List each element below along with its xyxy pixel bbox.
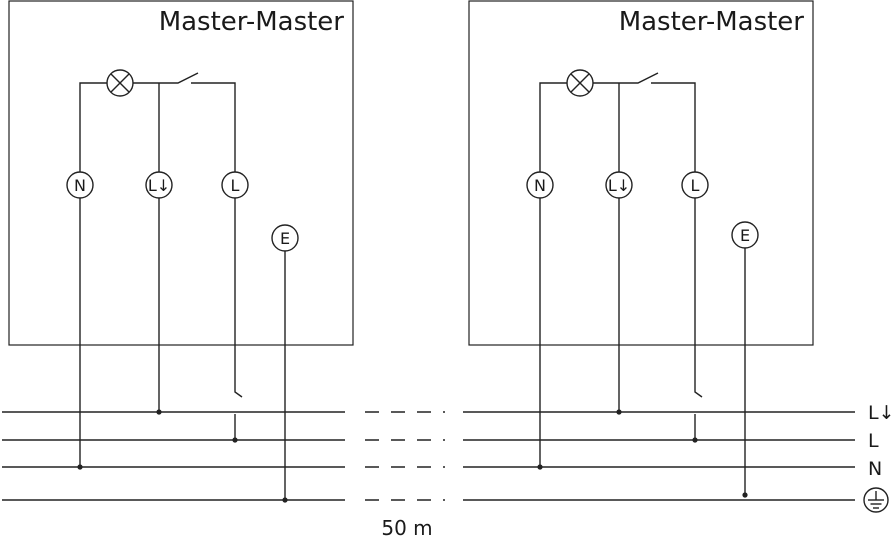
wire-n bbox=[79, 82, 107, 172]
switch-contact bbox=[133, 72, 199, 84]
panel-1-frame bbox=[8, 0, 354, 346]
earth-ground-icon bbox=[863, 487, 889, 513]
terminal-l-label: L bbox=[231, 176, 240, 195]
terminal-n: N bbox=[66, 171, 94, 199]
panel-1: Master-Master N L↓ L E bbox=[8, 0, 354, 503]
wire-l bbox=[651, 82, 696, 172]
rail-label-l: L bbox=[868, 430, 879, 452]
terminal-n-label: N bbox=[534, 176, 546, 195]
terminal-e-label: E bbox=[280, 229, 290, 248]
bus-rails bbox=[2, 411, 855, 501]
panel-2: Master-Master N L↓ L E bbox=[468, 0, 814, 498]
panel-1-title: Master-Master bbox=[159, 7, 345, 37]
panel-2-frame bbox=[468, 0, 814, 346]
terminal-n-label: N bbox=[74, 176, 86, 195]
terminal-ld-label: L↓ bbox=[608, 176, 630, 195]
panel-2-circuit bbox=[539, 69, 696, 172]
terminal-l-label: L bbox=[691, 176, 700, 195]
lamp-icon bbox=[106, 69, 134, 97]
rail-label-ld: L↓ bbox=[868, 402, 892, 424]
terminal-ld: L↓ bbox=[145, 171, 173, 199]
distance-label: 50 m bbox=[381, 516, 432, 540]
terminal-e: E bbox=[731, 221, 759, 249]
junction-e bbox=[742, 492, 748, 498]
terminal-ld: L↓ bbox=[605, 171, 633, 199]
terminal-l: L bbox=[221, 171, 249, 199]
lamp-icon bbox=[566, 69, 594, 97]
terminal-e: E bbox=[271, 224, 299, 252]
terminal-l: L bbox=[681, 171, 709, 199]
terminal-n: N bbox=[526, 171, 554, 199]
switch-contact bbox=[593, 72, 659, 84]
wire-n bbox=[539, 82, 567, 172]
panel-1-circuit bbox=[79, 69, 236, 172]
drop-l-pushbutton bbox=[234, 198, 243, 440]
panel-2-title: Master-Master bbox=[619, 7, 805, 37]
terminal-ld-label: L↓ bbox=[148, 176, 170, 195]
drop-l-pushbutton bbox=[694, 198, 703, 440]
wire-l bbox=[191, 82, 236, 172]
terminal-e-label: E bbox=[740, 226, 750, 245]
rail-label-n: N bbox=[868, 458, 882, 480]
